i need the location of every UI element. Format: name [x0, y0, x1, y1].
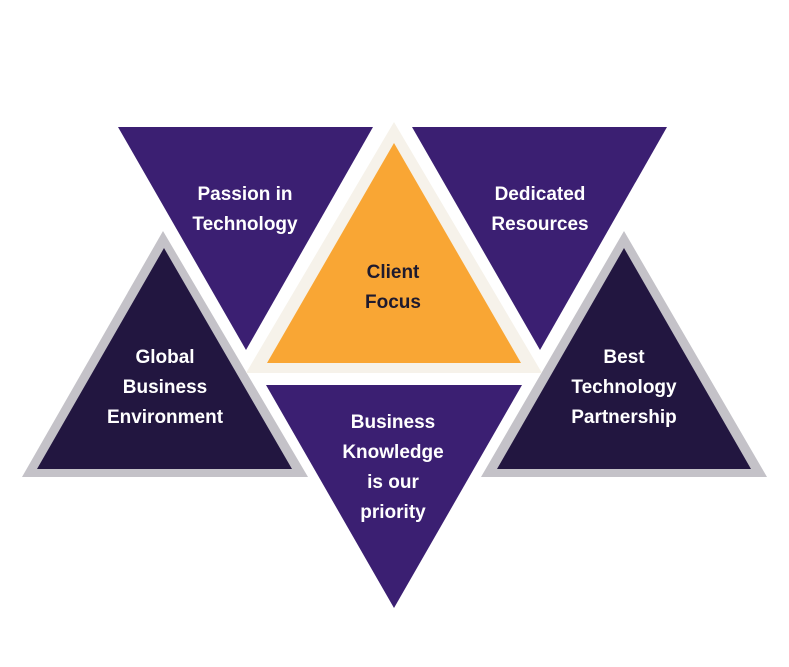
label-line: Business [122, 377, 208, 398]
triangle-best-technology-partnership [497, 248, 751, 469]
label-line: Focus [365, 292, 421, 313]
triangle-dedicated-resources [412, 127, 667, 350]
label-line: Client [366, 262, 420, 283]
label-line: Passion in [197, 184, 293, 205]
label-line: priority [360, 502, 426, 523]
label-dedicated-resources: Dedicated Resources [491, 180, 588, 240]
label-line: Technology [192, 214, 298, 235]
label-global-business-environment: Global Business Environment [107, 343, 223, 433]
label-line: Dedicated [494, 184, 586, 205]
triangle-global-business-environment [37, 248, 292, 469]
label-line: Environment [106, 407, 224, 428]
label-line: is our [367, 472, 419, 493]
label-best-technology-partnership: Best Technology Partnership [571, 343, 677, 433]
triangle-business-knowledge [266, 385, 522, 608]
label-line: Best [603, 347, 645, 368]
label-line: Business [350, 412, 436, 433]
label-business-knowledge: Business Knowledge is our priority [342, 408, 443, 528]
label-line: Resources [491, 214, 589, 235]
label-line: Global [135, 347, 195, 368]
label-line: Partnership [571, 407, 677, 428]
label-line: Knowledge [342, 442, 444, 463]
triangle-passion-in-technology [118, 127, 373, 350]
triangle-client-focus [267, 143, 521, 363]
label-line: Technology [571, 377, 677, 398]
label-passion-in-technology: Passion in Technology [192, 180, 297, 240]
label-client-focus: Client Focus [365, 258, 421, 318]
